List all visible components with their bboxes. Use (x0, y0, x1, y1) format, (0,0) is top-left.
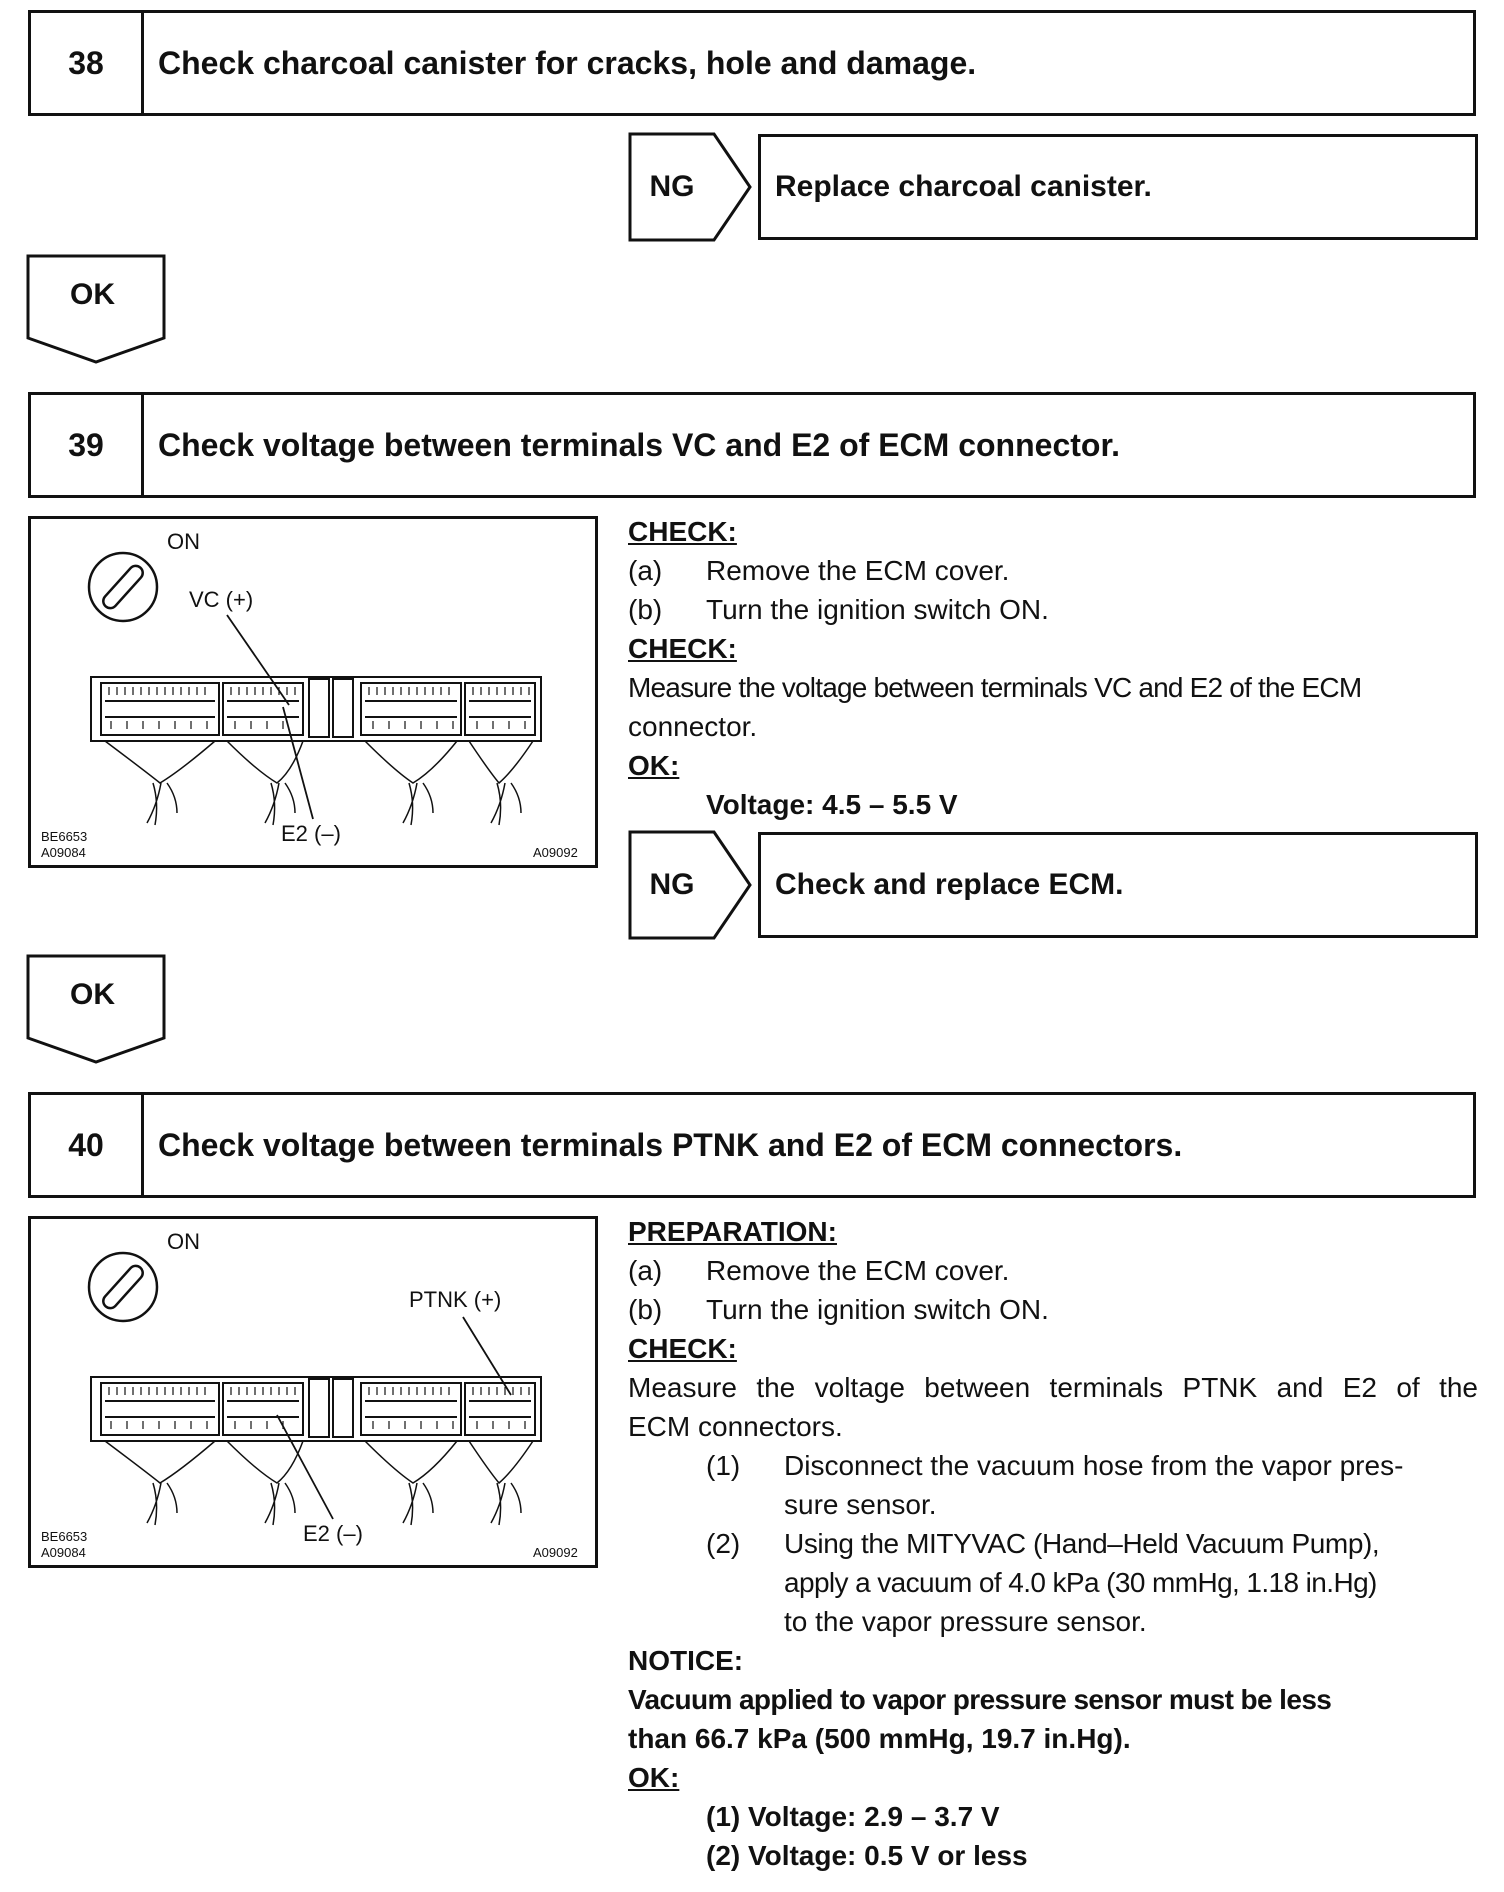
step-number: 40 (31, 1095, 144, 1195)
ignition-switch-icon (87, 1251, 159, 1323)
measure-text: Measure the voltage between terminals VC… (628, 672, 1362, 703)
on-label: ON (167, 1229, 200, 1254)
check-heading: CHECK: (628, 516, 737, 547)
ptnk-plus-label: PTNK (+) (409, 1287, 502, 1312)
notice-text: Vacuum applied to vapor pressure sensor … (628, 1684, 1332, 1715)
step-number: 38 (31, 13, 144, 113)
figure-code: A09084 (41, 845, 86, 860)
figure-code: A09084 (41, 1545, 86, 1560)
ng-action-box: Check and replace ECM. (758, 832, 1478, 938)
step-40-header: 40 Check voltage between terminals PTNK … (28, 1092, 1476, 1198)
preparation-heading: PREPARATION: (628, 1216, 837, 1247)
ok-label: OK (70, 978, 115, 1011)
measure-text: connector. (628, 711, 758, 742)
sub-step-1-text: sure sensor. (784, 1489, 937, 1520)
figure-code: A09092 (533, 1545, 578, 1560)
step-b-text: Turn the ignition switch ON. (706, 594, 1049, 625)
sub-step-2-text: to the vapor pressure sensor. (784, 1606, 1147, 1637)
voltage-spec: (2) Voltage: 0.5 V or less (706, 1840, 1028, 1871)
e2-minus-label: E2 (–) (303, 1521, 363, 1546)
ng-label: NG (649, 170, 695, 203)
ng-action-box: Replace charcoal canister. (758, 134, 1478, 240)
step-a-text: Remove the ECM cover. (706, 555, 1010, 586)
step-b-mark: (b) (628, 594, 663, 625)
check-heading: CHECK: (628, 633, 737, 664)
check-heading: CHECK: (628, 1333, 737, 1364)
step-a-mark: (a) (628, 555, 663, 586)
step-title: Check voltage between terminals PTNK and… (158, 1126, 1183, 1163)
voltage-spec: (1) Voltage: 2.9 – 3.7 V (706, 1801, 1000, 1832)
ecm-connector-drawing (90, 614, 542, 826)
figure-code: BE6653 (41, 829, 88, 844)
notice-text: than 66.7 kPa (500 mmHg, 19.7 in.Hg). (628, 1723, 1131, 1754)
step-39-header: 39 Check voltage between terminals VC an… (28, 392, 1476, 498)
ng-arrow-shape (628, 132, 752, 242)
sub-step-1-text: Disconnect the vacuum hose from the vapo… (784, 1450, 1404, 1481)
figure-code: BE6653 (41, 1529, 88, 1544)
sub-step-2-text: apply a vacuum of 4.0 kPa (30 mmHg, 1.18… (784, 1567, 1377, 1598)
sub-step-2-text: Using the MITYVAC (Hand–Held Vacuum Pump… (784, 1528, 1380, 1559)
voltage-spec: Voltage: 4.5 – 5.5 V (706, 789, 958, 820)
ok-heading: OK: (628, 1762, 680, 1793)
ignition-switch-icon (87, 551, 159, 623)
step-a-mark: (a) (628, 1255, 663, 1286)
ok-arrow-shape (26, 954, 166, 1064)
ecm-connector-figure: ON VC (+) E2 (–) BE6653 A09084 A09092 (28, 516, 598, 868)
ok-label: OK (70, 278, 115, 311)
figure-code: A09092 (533, 845, 578, 860)
measure-text: Measure the voltage between terminals PT… (628, 1372, 1478, 1403)
on-label: ON (167, 529, 200, 554)
step-title: Check voltage between terminals VC and E… (158, 426, 1121, 463)
ecm-connector-drawing (90, 1316, 542, 1526)
step-a-text: Remove the ECM cover. (706, 1255, 1010, 1286)
ok-arrow-shape (26, 254, 166, 364)
vc-plus-label: VC (+) (189, 587, 254, 612)
step-b-mark: (b) (628, 1294, 663, 1325)
sub-step-1-mark: (1) (706, 1450, 741, 1481)
step-b-text: Turn the ignition switch ON. (706, 1294, 1049, 1325)
ecm-connector-figure: ON PTNK (+) E2 (–) BE6653 A09084 A09092 (28, 1216, 598, 1568)
sub-step-2-mark: (2) (706, 1528, 741, 1559)
ng-label: NG (649, 868, 695, 901)
notice-heading: NOTICE: (628, 1645, 744, 1676)
ng-arrow-shape (628, 830, 752, 940)
ok-heading: OK: (628, 750, 680, 781)
step-number: 39 (31, 395, 144, 495)
e2-minus-label: E2 (–) (281, 821, 341, 846)
step-38-header: 38 Check charcoal canister for cracks, h… (28, 10, 1476, 116)
step-title: Check charcoal canister for cracks, hole… (158, 44, 977, 81)
measure-text: ECM connectors. (628, 1411, 843, 1442)
